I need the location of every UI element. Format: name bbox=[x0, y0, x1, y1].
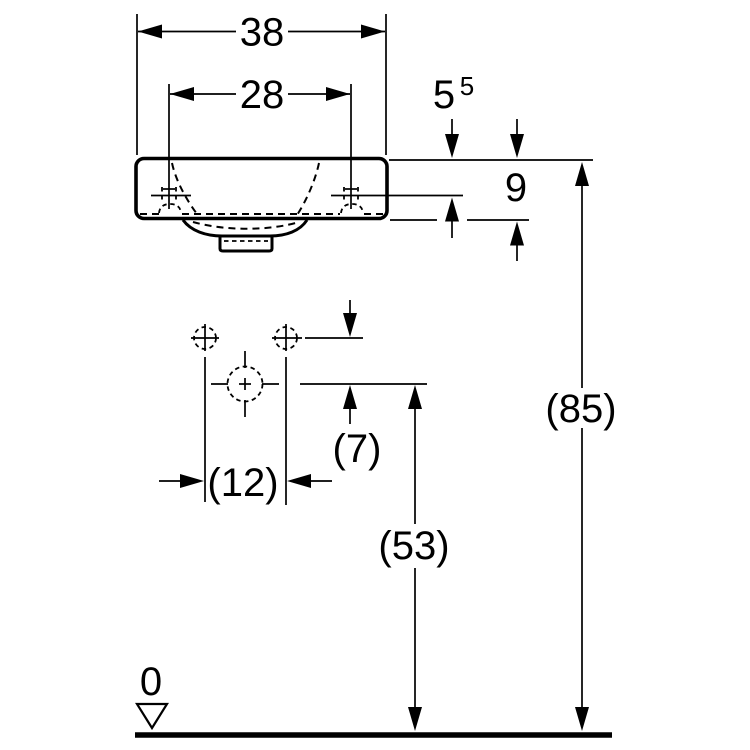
datum-zero-label: 0 bbox=[140, 660, 162, 704]
dim-outlet-height: (53) bbox=[378, 385, 450, 731]
bowl-underside bbox=[181, 219, 309, 238]
tap-holes-plan-view bbox=[191, 324, 302, 417]
arrowhead bbox=[510, 221, 524, 246]
arrowhead bbox=[445, 197, 459, 222]
bowl-hidden-edge bbox=[192, 221, 300, 230]
dim-overall-height: (85) bbox=[545, 162, 617, 731]
dim-tap-spacing-label: 28 bbox=[240, 73, 285, 117]
dim-rim-depth: 9 bbox=[390, 119, 529, 261]
arrowhead bbox=[343, 385, 357, 409]
arrowhead bbox=[575, 707, 589, 731]
arrowhead bbox=[287, 474, 311, 488]
dim-hole-spacing-label: (12) bbox=[207, 461, 278, 505]
arrowhead bbox=[170, 87, 194, 101]
tap-hole-center-left bbox=[151, 188, 191, 197]
arrowhead bbox=[326, 87, 350, 101]
dim-overall-height-label: (85) bbox=[545, 387, 616, 431]
dim-overall-width: 38 bbox=[136, 11, 387, 155]
arrowhead bbox=[408, 707, 422, 731]
arrowhead bbox=[343, 313, 357, 337]
basin-hidden-contour bbox=[171, 162, 198, 215]
dim-hole-spacing: (12) bbox=[159, 357, 332, 505]
dim-tap-spacing: 28 bbox=[168, 73, 352, 209]
dim-hole-offset-label: (7) bbox=[333, 427, 382, 471]
arrowhead bbox=[138, 24, 162, 39]
dim-rim-depth-label: 9 bbox=[505, 166, 527, 210]
sink-front-view bbox=[134, 156, 389, 253]
arrowhead bbox=[575, 162, 589, 186]
arrowhead bbox=[361, 24, 385, 39]
outlet-fitting bbox=[218, 236, 274, 253]
dim-tap-height-label: 5 bbox=[433, 73, 455, 117]
basin-hidden-contour bbox=[296, 162, 320, 216]
datum: 0 bbox=[135, 660, 169, 731]
dim-hole-offset: (7) bbox=[300, 300, 427, 471]
arrowhead bbox=[180, 474, 204, 488]
datum-triangle-icon bbox=[135, 702, 169, 731]
dim-overall-width-label: 38 bbox=[240, 11, 285, 55]
tap-hole-hidden-contour bbox=[340, 203, 364, 214]
arrowhead bbox=[510, 134, 524, 158]
dim-outlet-height-label: (53) bbox=[378, 524, 449, 568]
tap-hole-hidden-contour bbox=[158, 203, 182, 214]
arrowhead bbox=[408, 385, 422, 409]
sink-outline bbox=[134, 156, 389, 221]
arrowhead bbox=[445, 134, 459, 158]
dim-tap-height: 5 5 bbox=[331, 71, 474, 238]
dim-tap-height-superscript: 5 bbox=[460, 71, 474, 101]
